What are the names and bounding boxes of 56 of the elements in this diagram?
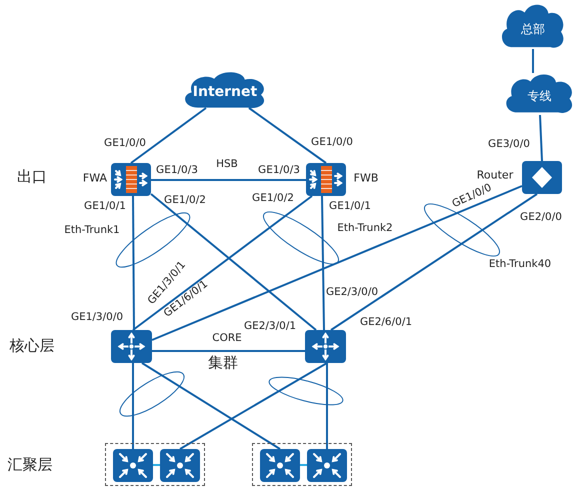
device-label: Router — [476, 170, 514, 180]
port-label: GE1/0/3 — [258, 164, 300, 176]
link-line — [326, 363, 328, 449]
link-line — [321, 196, 325, 330]
link-line — [151, 179, 306, 181]
link-line — [141, 362, 281, 450]
link-line — [130, 107, 207, 164]
switch-icon — [260, 449, 300, 482]
device-label: FWB — [354, 172, 378, 184]
port-label: GE2/3/0/0 — [326, 286, 378, 298]
link-line — [132, 196, 135, 330]
link-line — [152, 185, 522, 341]
device-label: FWA — [82, 172, 108, 184]
port-label: GE1/0/0 — [311, 136, 353, 148]
switch-icon — [307, 449, 347, 482]
port-label: GE2/3/0/1 — [244, 320, 296, 332]
firewall-icon — [306, 163, 346, 196]
link-line — [153, 464, 160, 466]
port-label: Eth-Trunk2 — [337, 222, 393, 234]
port-label: GE2/0/0 — [520, 212, 562, 222]
port-label: Eth-Trunk40 — [488, 258, 552, 270]
link-line — [539, 114, 543, 162]
device-group-frame — [252, 443, 352, 486]
port-label: GE1/0/2 — [164, 194, 206, 206]
link-line — [132, 363, 134, 449]
port-label: HSB — [216, 158, 238, 170]
port-label: GE1/0/3 — [156, 164, 198, 176]
cloud-label: 总部 — [520, 22, 546, 35]
layer-label: 核心层 — [10, 338, 54, 354]
cloud-label: Internet — [192, 85, 258, 100]
cloud-label: 专线 — [526, 90, 552, 102]
switch-icon — [160, 449, 200, 482]
link-line — [180, 362, 328, 450]
switch-icon — [113, 449, 153, 482]
link-line — [330, 193, 538, 331]
port-label: GE3/0/0 — [488, 138, 530, 150]
port-label: GE1/3/0/0 — [70, 312, 124, 322]
router-icon — [522, 161, 562, 194]
port-label: GE1/0/2 — [252, 192, 294, 204]
core-switch-icon — [111, 330, 152, 363]
layer-label: 汇聚层 — [8, 458, 52, 472]
link-line — [248, 107, 327, 164]
port-label: Eth-Trunk1 — [64, 224, 120, 236]
port-label: GE1/0/0 — [104, 138, 146, 148]
layer-label: 出口 — [17, 170, 47, 184]
port-label: CORE — [212, 332, 242, 344]
port-label: GE2/6/0/1 — [360, 316, 412, 328]
layer-label: 集群 — [208, 356, 238, 370]
link-line — [532, 49, 534, 73]
port-label: GE1/0/1 — [84, 200, 126, 212]
device-group-frame — [105, 443, 205, 486]
port-label: GE1/0/1 — [329, 200, 371, 212]
link-line — [300, 464, 307, 466]
firewall-icon — [111, 163, 151, 196]
core-switch-icon — [305, 330, 346, 363]
link-line — [152, 350, 305, 352]
